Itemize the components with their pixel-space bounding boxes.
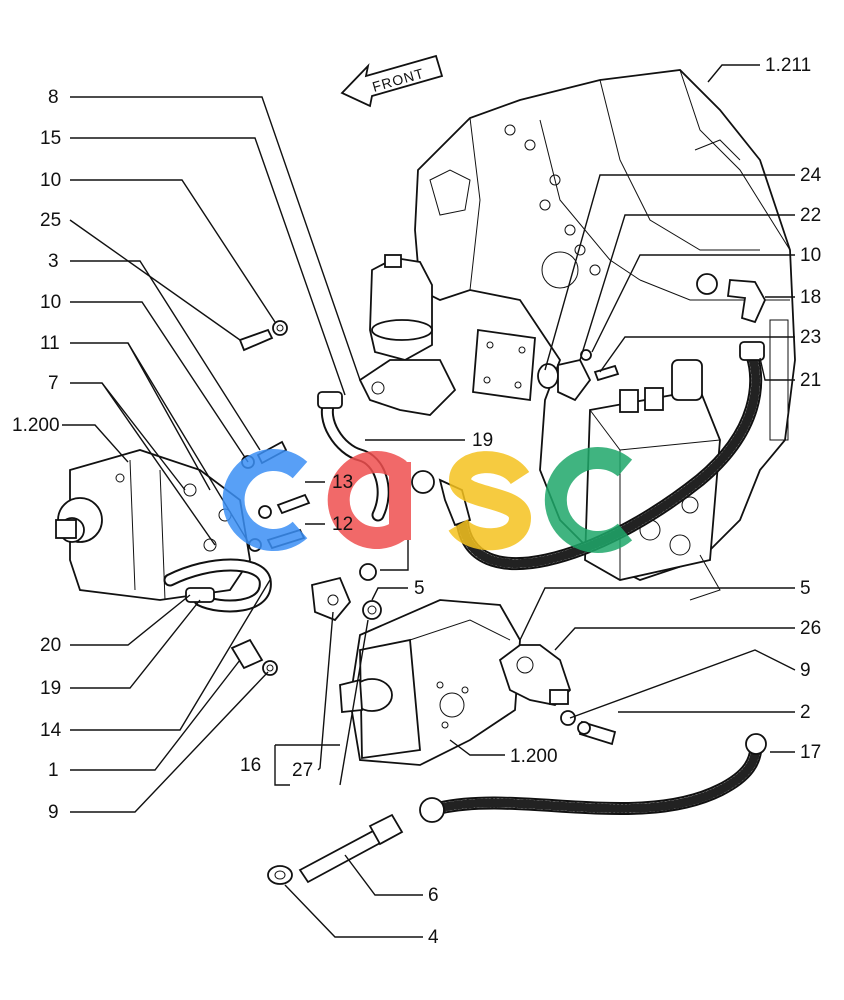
label-15: 15: [40, 128, 61, 149]
label-19-upper: 19: [472, 430, 493, 451]
label-26: 26: [800, 618, 821, 639]
label-10-mid: 10: [40, 292, 61, 313]
elbow-fitting-26: [498, 644, 617, 746]
washers-22-24: [537, 349, 620, 402]
label-11: 11: [40, 333, 60, 354]
hose-21: [411, 341, 765, 571]
label-14: 14: [40, 720, 62, 741]
watermark-letter-s: [448, 451, 532, 551]
label-5-mid: 5: [414, 578, 425, 599]
label-12: 12: [332, 514, 353, 535]
label-6: 6: [428, 885, 439, 906]
watermark-logo: [222, 447, 633, 553]
transmission-housing: [358, 69, 796, 581]
elbow-fitting-18: [696, 273, 767, 324]
label-1200-left: 1.200: [12, 415, 60, 436]
label-9-right: 9: [800, 660, 811, 681]
label-10-right: 10: [800, 245, 821, 266]
label-3: 3: [48, 251, 59, 272]
label-18: 18: [800, 287, 821, 308]
label-17: 17: [800, 742, 821, 763]
label-8: 8: [48, 87, 59, 108]
hose-17: [419, 733, 767, 823]
watermark-letter-c2: [544, 447, 633, 553]
front-arrow: FRONT: [340, 54, 444, 108]
label-21: 21: [800, 370, 821, 391]
banjo-bolt-6: [267, 813, 404, 885]
label-23: 23: [800, 327, 821, 348]
label-13: 13: [332, 472, 353, 493]
callout-labels: 1.211 8 15 10 25 3 10 11 7 1.200 24 22 1…: [12, 55, 822, 948]
watermark-letter-c: [222, 449, 308, 551]
label-7: 7: [48, 373, 59, 394]
watermark-letter-a: [327, 451, 411, 549]
label-5-right: 5: [800, 578, 811, 599]
hydraulic-pump-left: [55, 449, 251, 601]
label-2: 2: [800, 702, 811, 723]
label-4: 4: [428, 927, 439, 948]
label-1: 1: [48, 760, 59, 781]
label-1200-lower: 1.200: [510, 746, 558, 767]
label-1211: 1.211: [765, 55, 811, 76]
label-25: 25: [40, 210, 61, 231]
leader-lines: [62, 64, 796, 938]
label-22: 22: [800, 205, 821, 226]
label-19-lower: 19: [40, 678, 61, 699]
label-24: 24: [800, 165, 822, 186]
label-10-upper: 10: [40, 170, 61, 191]
label-9-left: 9: [48, 802, 59, 823]
label-16: 16: [240, 755, 261, 776]
label-20: 20: [40, 635, 61, 656]
label-27: 27: [292, 760, 313, 781]
